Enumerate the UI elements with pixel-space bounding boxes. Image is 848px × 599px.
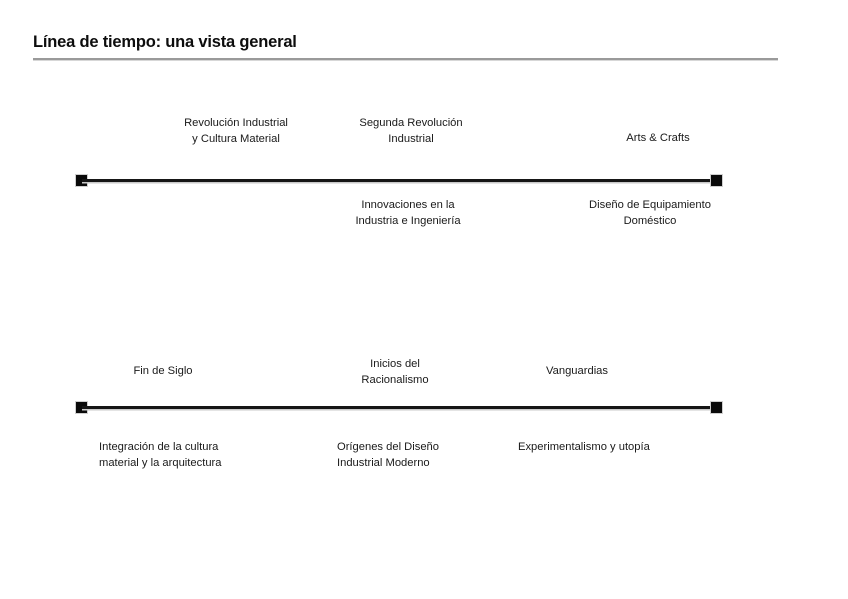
timeline-axis-line bbox=[82, 179, 716, 182]
timeline-label-below: Integración de la cultura material y la … bbox=[99, 441, 222, 469]
timeline-start-marker-icon bbox=[76, 175, 87, 186]
timeline-label-below: Diseño de Equipamiento Doméstico bbox=[589, 199, 711, 227]
page-title: Línea de tiempo: una vista general bbox=[33, 33, 297, 51]
timeline-label-above: Fin de Siglo bbox=[133, 365, 193, 377]
timeline-label-below: Orígenes del Diseño Industrial Moderno bbox=[337, 441, 439, 469]
timeline-axis bbox=[76, 175, 722, 187]
timeline-axis-line bbox=[82, 406, 716, 409]
timeline-label-below: Experimentalismo y utopía bbox=[518, 441, 650, 453]
timeline-start-marker-icon bbox=[76, 402, 87, 413]
timeline-label-above: Vanguardias bbox=[546, 365, 608, 377]
timeline-end-marker-icon bbox=[711, 175, 722, 186]
timeline-label-below: Innovaciones en la Industria e Ingenierí… bbox=[355, 199, 461, 227]
timeline-label-above: Segunda Revolución Industrial bbox=[359, 117, 463, 145]
timeline-axis bbox=[76, 402, 722, 414]
timeline-label-above: Arts & Crafts bbox=[626, 132, 690, 144]
timeline-label-above: Inicios del Racionalismo bbox=[361, 358, 429, 386]
timeline-end-marker-icon bbox=[711, 402, 722, 413]
timeline-label-above: Revolución Industrial y Cultura Material bbox=[184, 117, 288, 145]
title-divider bbox=[33, 58, 778, 60]
